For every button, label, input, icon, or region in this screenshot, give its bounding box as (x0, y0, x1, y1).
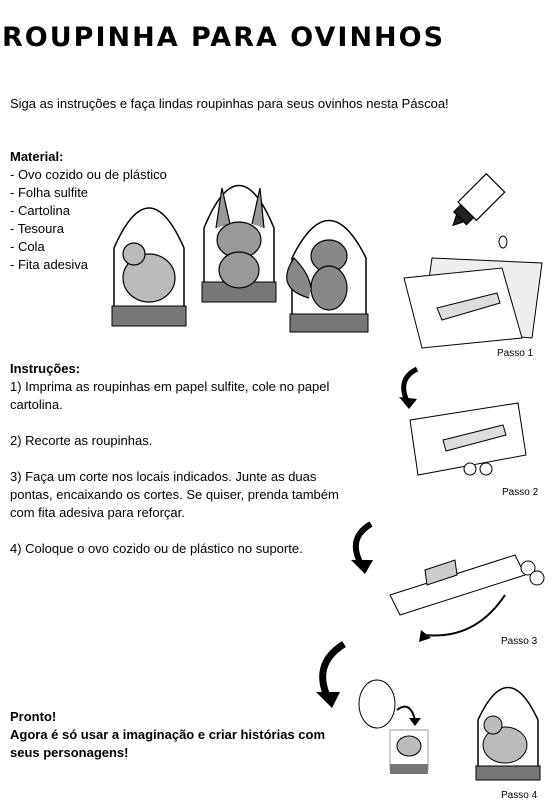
instruction-step: 2) Recorte as roupinhas. (10, 433, 153, 448)
instruction-step: 3) Faça um corte nos locais indicados. J… (10, 469, 339, 520)
step-label: Passo 2 (502, 487, 539, 498)
intro-text: Siga as instruções e faça lindas roupinh… (10, 96, 449, 111)
material-item: - Cola (10, 239, 45, 254)
instructions-section: Instruções: 1) Imprima as roupinhas em p… (10, 360, 360, 576)
chick-icon (122, 253, 176, 303)
material-item: - Tesoura (10, 221, 64, 236)
step1-illustration: Passo 1 (403, 257, 543, 358)
instruction-step: 1) Imprima as roupinhas em papel sulfite… (10, 379, 330, 412)
material-item: - Folha sulfite (10, 185, 89, 200)
curved-arrow-icon (316, 641, 346, 708)
material-section: Material: - Ovo cozido ou de plástico - … (10, 148, 167, 274)
step3-illustration: Passo 3 (389, 554, 545, 647)
egg-icon (358, 679, 396, 729)
glue-icon (452, 172, 508, 249)
holder-band (111, 305, 187, 327)
step4-illustration: Passo 4 (358, 679, 541, 801)
pronto-section: Pronto! Agora é só usar a imaginação e c… (10, 708, 340, 762)
curved-arrow-icon (351, 521, 373, 574)
material-item: - Cartolina (10, 203, 70, 218)
step-label: Passo 3 (501, 636, 538, 647)
material-item: - Ovo cozido ou de plástico (10, 167, 167, 182)
step-label: Passo 1 (497, 348, 534, 358)
step2-illustration: Passo 2 (409, 402, 539, 498)
material-heading: Material: (10, 149, 64, 164)
pronto-text: Agora é só usar a imaginação e criar his… (10, 727, 326, 760)
pronto-heading: Pronto! (10, 709, 57, 724)
egg-holders-illustration (111, 185, 369, 333)
instruction-step: 4) Coloque o ovo cozido ou de plástico n… (10, 541, 303, 556)
instructions-heading: Instruções: (10, 361, 81, 376)
chick-icon (482, 726, 528, 764)
step-label: Passo 4 (501, 790, 538, 801)
chick-icon (396, 735, 422, 757)
holder-band (289, 313, 369, 333)
material-item: - Fita adesiva (10, 257, 89, 272)
curved-arrow-icon (399, 366, 419, 409)
page-title: ROUPINHA PARA OVINHOS (2, 22, 446, 53)
